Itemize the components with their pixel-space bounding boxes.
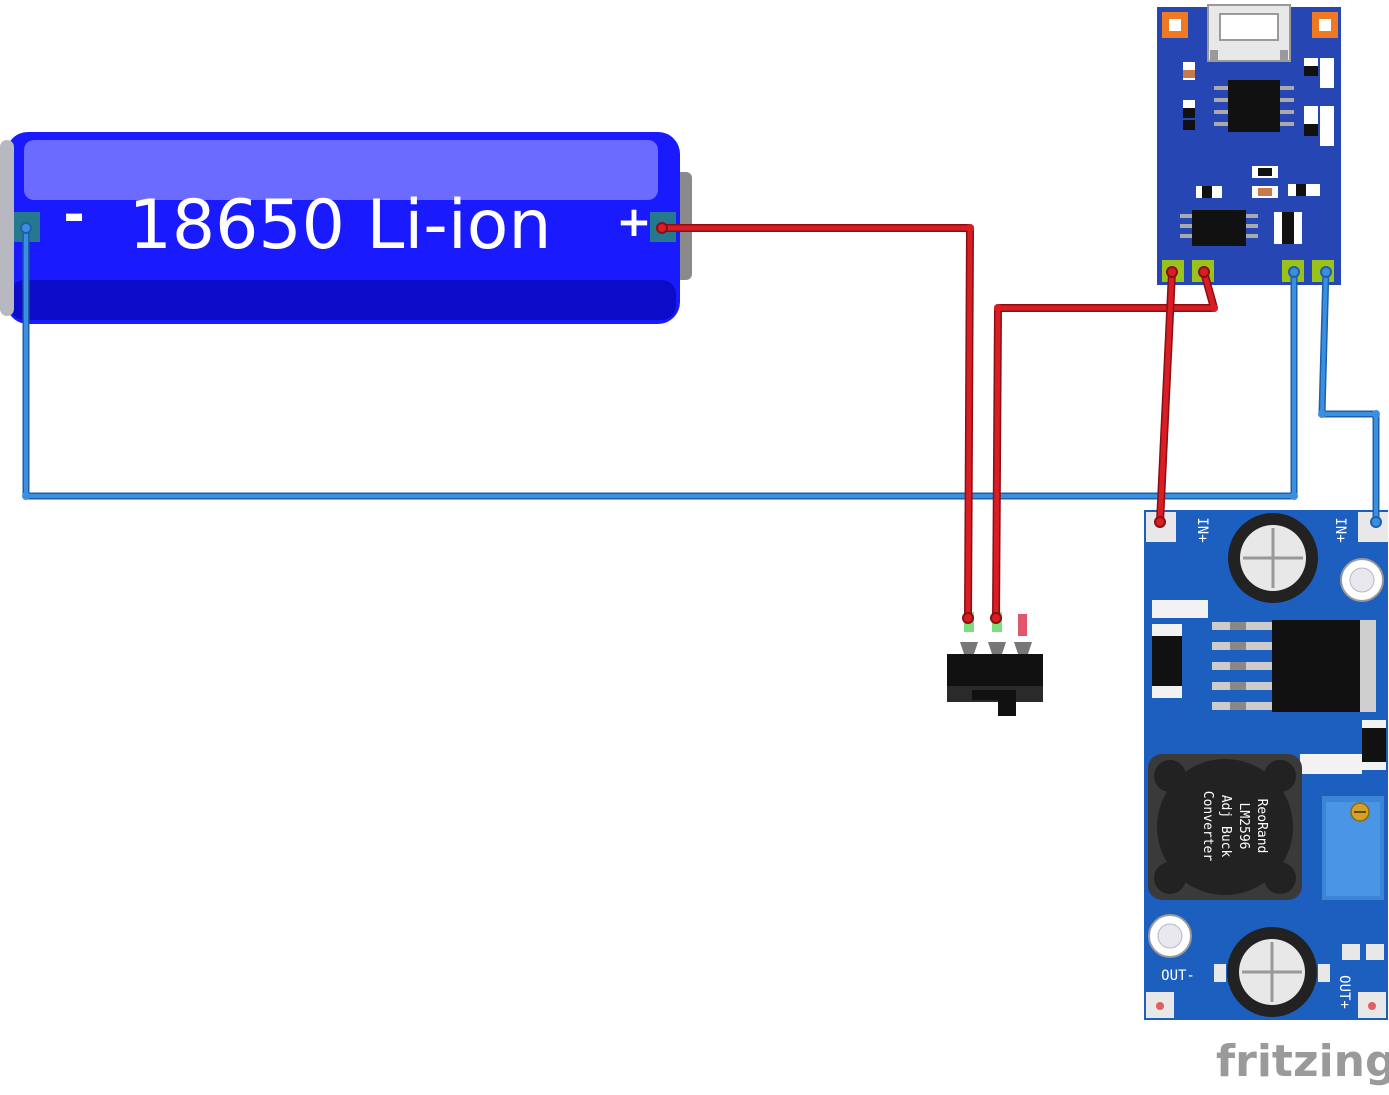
- buck-chip-line-3: Adj Buck: [1218, 795, 1233, 858]
- wire-end-battery-plus: [656, 222, 668, 234]
- switch-pin-3-tip: [1018, 614, 1027, 636]
- buck-label-in-plus-right: IN+: [1332, 517, 1348, 542]
- wire-out-plus-outline[interactable]: [1318, 267, 1380, 522]
- wire-end-battery-minus: [20, 222, 32, 234]
- buck-chip-line-2: LM2596: [1236, 803, 1251, 850]
- trimmer-pot-icon[interactable]: [1322, 796, 1384, 900]
- buck-resistor-2-body: [1362, 728, 1386, 762]
- wire-bend-3: [1372, 410, 1380, 418]
- buck-smd-pad-2: [1366, 944, 1384, 960]
- switch-leg-2: [988, 642, 1006, 654]
- buck-label-out-minus: OUT-: [1161, 968, 1195, 984]
- battery-shadow: [10, 280, 676, 320]
- battery-highlight: [24, 140, 658, 200]
- capacitor-icon: [1228, 513, 1318, 603]
- wires: [20, 222, 1382, 624]
- buck-chip-line-1: ReoRand: [1254, 799, 1269, 854]
- fritzing-logo: fritzing: [1216, 1036, 1389, 1087]
- charger-passives: [1183, 58, 1334, 244]
- charger-pad-left-hole: [1169, 19, 1181, 31]
- battery-minus-symbol: -: [63, 185, 85, 245]
- charger-ic-top: [1214, 80, 1294, 132]
- wire-switch-to-charger[interactable]: [993, 271, 1217, 619]
- wire-end-switch-1: [962, 612, 974, 624]
- capacitor-icon: [1227, 927, 1317, 1017]
- buck-regulator-ic: [1212, 620, 1376, 712]
- wire-end-charger-b-minus: [1166, 266, 1178, 278]
- wire-end-buck-in-minus: [1154, 516, 1166, 528]
- wire-charger-to-buck[interactable]: [1157, 271, 1175, 523]
- wire-end-charger-out-minus: [1288, 266, 1300, 278]
- wire-bend-6: [994, 304, 1002, 312]
- buck-mount-hole-top-inner: [1349, 567, 1375, 593]
- buck-label-out-plus: OUT+: [1336, 975, 1352, 1009]
- buck-out-minus-hole: [1156, 1002, 1164, 1010]
- switch-leg-1: [960, 642, 978, 654]
- battery-18650[interactable]: 18650 Li-ion - +: [0, 132, 692, 324]
- wire-out-plus[interactable]: [1320, 267, 1378, 522]
- buck-out-plus-hole: [1368, 1002, 1376, 1010]
- wire-bend-2: [1290, 492, 1298, 500]
- wire-bend-5: [966, 224, 974, 232]
- battery-plus-symbol: +: [616, 197, 651, 246]
- wire-end-charger-b-plus: [1198, 266, 1210, 278]
- buck-chip-line-4: Converter: [1200, 791, 1215, 862]
- switch-actuator[interactable]: [998, 690, 1016, 716]
- buck-smd-pad-1: [1342, 944, 1360, 960]
- buck-converter-board[interactable]: IN+ IN+: [1144, 510, 1388, 1020]
- wire-bend-4: [1318, 410, 1326, 418]
- switch-body: [947, 654, 1043, 686]
- slide-switch-icon[interactable]: [947, 612, 1043, 716]
- buck-label-in-plus-left: IN+: [1194, 517, 1210, 542]
- inductor-icon: [1148, 754, 1302, 900]
- wire-end-charger-out-plus: [1320, 266, 1332, 278]
- charger-board[interactable]: [1157, 4, 1341, 285]
- buck-chip-label: ReoRand LM2596 Adj Buck Converter: [1200, 791, 1269, 862]
- fritzing-logo-text: fritzing: [1216, 1036, 1389, 1087]
- wire-end-buck-in-plus: [1370, 516, 1382, 528]
- buck-smd-pad-3: [1214, 964, 1226, 982]
- wire-bend-1: [22, 492, 30, 500]
- wire-ground[interactable]: [24, 228, 1296, 498]
- wire-end-switch-2: [990, 612, 1002, 624]
- wire-battery-to-switch-outline[interactable]: [662, 224, 974, 619]
- wire-battery-to-switch[interactable]: [662, 225, 973, 619]
- switch-slot: [972, 690, 1016, 700]
- battery-label: 18650 Li-ion: [129, 186, 552, 265]
- buck-resistor-3: [1300, 754, 1362, 774]
- charger-ic-bottom: [1180, 210, 1258, 246]
- switch-leg-3: [1014, 642, 1032, 654]
- buck-smd-pad-4: [1318, 964, 1330, 982]
- buck-diode: [1152, 636, 1182, 686]
- micro-usb-icon[interactable]: [1207, 4, 1291, 62]
- charger-pad-right-hole: [1319, 19, 1331, 31]
- buck-resistor-1: [1152, 600, 1208, 618]
- buck-mount-hole-bottom-inner: [1157, 923, 1183, 949]
- wire-bend-7: [1210, 304, 1218, 312]
- battery-negative-cap: [0, 140, 14, 316]
